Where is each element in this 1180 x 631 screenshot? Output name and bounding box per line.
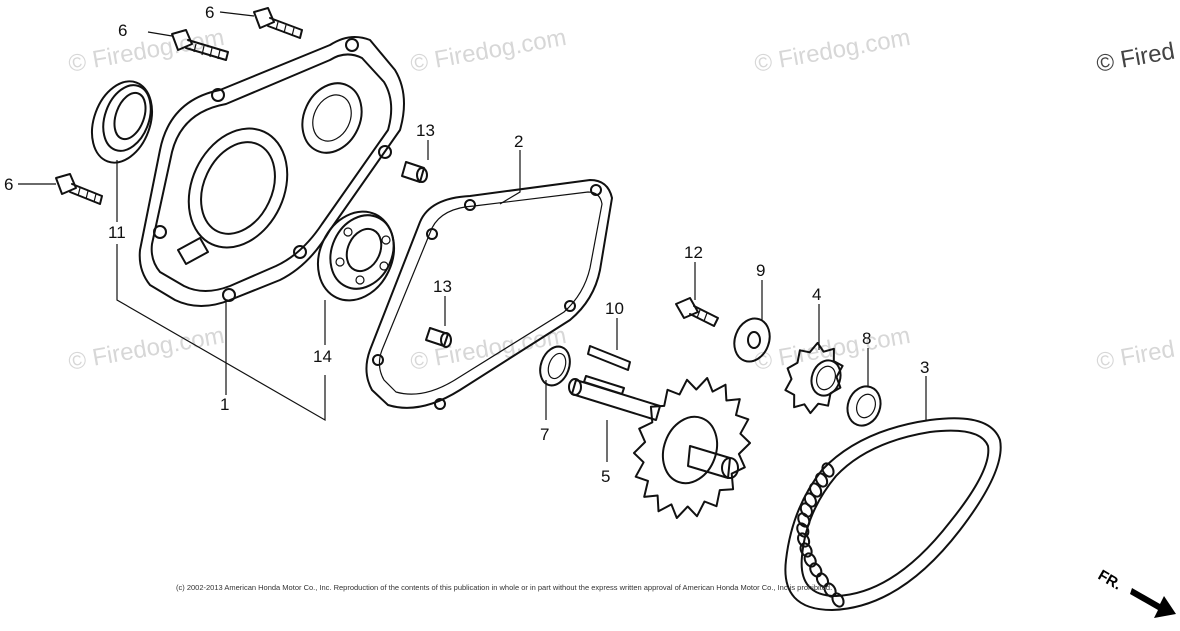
callout-7: 7	[540, 425, 549, 444]
watermark: © Fired	[1094, 38, 1177, 78]
copyright-notice: (c) 2002-2013 American Honda Motor Co., …	[176, 583, 832, 592]
watermark: © Fired	[1094, 336, 1177, 376]
front-direction-indicator: FR.	[1095, 567, 1176, 618]
chain-link	[803, 492, 817, 508]
sprocket-washer	[733, 317, 771, 363]
cover-gasket	[365, 179, 613, 410]
spacer-washer	[846, 385, 882, 427]
thrust-washer	[539, 345, 571, 387]
small-sprocket	[784, 341, 844, 415]
transmission-cover	[138, 35, 405, 307]
oil-seal	[91, 80, 153, 164]
callout-1: 1	[220, 395, 229, 414]
callout-6: 6	[205, 3, 214, 22]
callout-9: 9	[756, 261, 765, 280]
watermark-layer: © Firedog.com © Firedog.com © Firedog.co…	[66, 24, 1177, 376]
callout-6: 6	[4, 175, 13, 194]
callout-6: 6	[118, 21, 127, 40]
chain-link	[821, 462, 835, 478]
callout-13: 13	[433, 277, 452, 296]
chain-link	[809, 562, 823, 578]
chain-link	[815, 572, 830, 588]
callout-4: 4	[812, 285, 821, 304]
drive-sprocket-shaft	[568, 375, 751, 519]
arrow-icon	[1130, 588, 1176, 618]
dowel-pin-upper	[401, 161, 428, 183]
callout-14: 14	[313, 347, 332, 366]
chain-link	[809, 482, 823, 498]
callout-numbers: 6 6 6 11 1 14 13 13 2 10 7 5 12 9 4 8 3	[4, 3, 929, 486]
dowel-pin-lower	[425, 327, 452, 348]
chain-link	[803, 552, 817, 568]
drive-chain	[784, 417, 1002, 611]
leader-lines	[18, 11, 927, 462]
callout-8: 8	[862, 329, 871, 348]
callout-3: 3	[920, 358, 929, 377]
callout-12: 12	[684, 243, 703, 262]
direction-label: FR.	[1095, 567, 1124, 594]
callout-11: 11	[108, 223, 126, 242]
bolt-top-right	[253, 7, 303, 39]
watermark: © Firedog.com	[752, 24, 912, 78]
bolt-left	[55, 173, 103, 205]
chain-link	[815, 472, 829, 488]
chain-link	[799, 542, 813, 558]
chain-link	[831, 592, 845, 608]
chain-link	[797, 532, 811, 548]
callout-5: 5	[601, 467, 610, 486]
watermark: © Firedog.com	[408, 24, 568, 78]
ball-bearing	[317, 210, 395, 302]
sprocket-bolt	[675, 297, 719, 327]
chain-links	[796, 462, 845, 608]
watermark: © Firedog.com	[408, 322, 568, 376]
callout-13: 13	[416, 121, 435, 140]
bolt-top-left	[171, 29, 229, 61]
shaft-key	[587, 345, 631, 371]
callout-2: 2	[514, 132, 523, 151]
callout-10: 10	[605, 299, 624, 318]
